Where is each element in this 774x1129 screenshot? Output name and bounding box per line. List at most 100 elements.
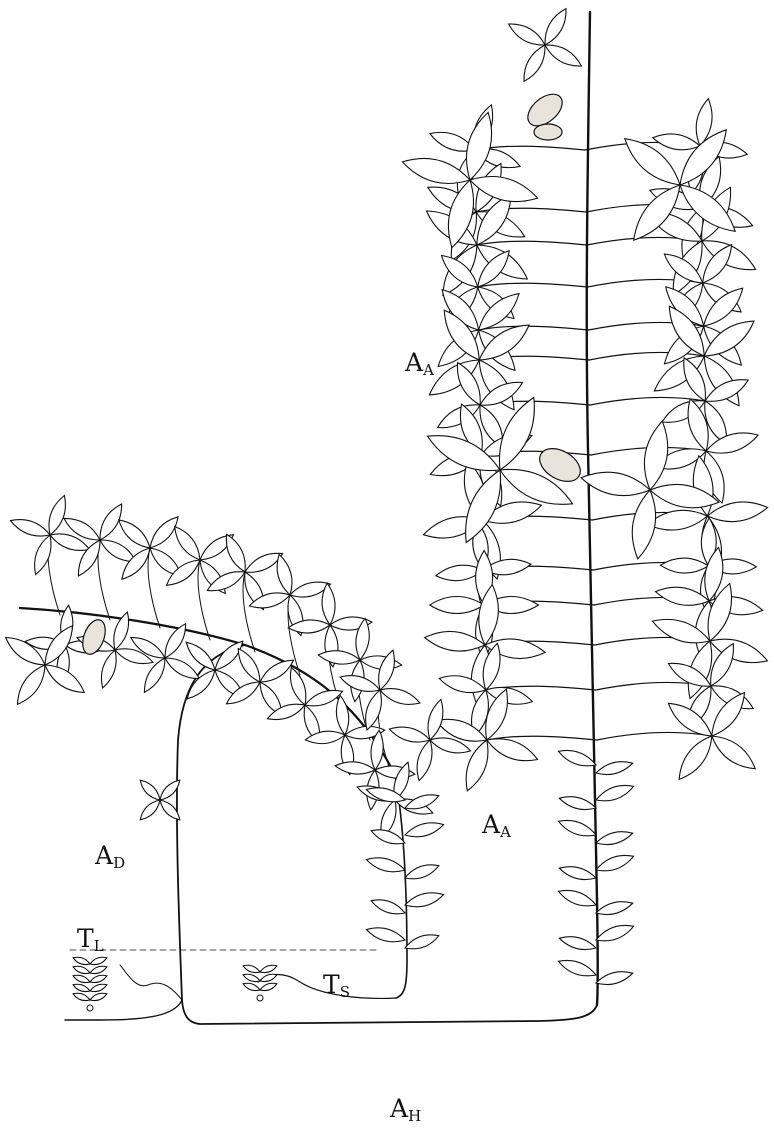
leaflet xyxy=(73,993,90,1000)
leaflet xyxy=(558,750,596,765)
leaflet xyxy=(596,902,633,915)
leaflet xyxy=(90,993,107,1000)
leaflet xyxy=(679,736,712,779)
leaflet xyxy=(545,45,581,66)
leaflet xyxy=(558,820,596,835)
leaflet xyxy=(596,925,634,940)
leaflet xyxy=(706,433,758,453)
label-ts: TS xyxy=(323,972,350,997)
stem xyxy=(477,241,587,245)
seed xyxy=(257,995,263,1001)
leaflet xyxy=(336,695,348,735)
leaflet xyxy=(466,740,488,791)
leaflet xyxy=(277,554,292,595)
stem xyxy=(597,733,712,740)
leaflet xyxy=(596,855,634,870)
leaflet xyxy=(73,966,90,973)
leaflet xyxy=(524,45,545,81)
leaflet xyxy=(260,983,277,990)
leaflet xyxy=(596,785,634,800)
leaflet xyxy=(260,965,277,972)
stem xyxy=(182,1000,597,1024)
leaflet xyxy=(150,517,178,548)
leaflet xyxy=(430,597,484,614)
leaflet xyxy=(509,24,545,45)
leaflet xyxy=(644,421,667,490)
stem xyxy=(478,283,588,287)
leaflet xyxy=(73,957,90,964)
label-tl: TL xyxy=(77,926,104,951)
leaflet xyxy=(558,960,596,975)
leaflet xyxy=(243,965,260,972)
label-ah: AH xyxy=(390,1096,421,1121)
leaflet xyxy=(11,520,51,536)
leaflet xyxy=(366,928,405,942)
leaflet xyxy=(49,496,65,536)
leaflet xyxy=(632,490,655,559)
leaflet xyxy=(90,984,107,991)
stem xyxy=(479,326,589,330)
leaflet xyxy=(165,658,199,679)
leaflet xyxy=(559,797,596,810)
leaflet xyxy=(238,649,260,683)
leaflet xyxy=(380,689,420,705)
leaflet xyxy=(175,527,200,561)
label-aa-lower: AA xyxy=(482,812,511,837)
leaflet xyxy=(100,504,122,540)
leaflet xyxy=(140,800,160,820)
leaflet xyxy=(186,642,215,670)
seed xyxy=(87,1005,93,1011)
stem xyxy=(587,12,598,1005)
leaflet xyxy=(140,780,160,800)
leaflet xyxy=(243,974,260,981)
leaflet xyxy=(371,830,405,844)
leaflet xyxy=(90,966,107,973)
leaflet xyxy=(73,975,90,982)
leaflet xyxy=(73,984,90,991)
label-ad: AD xyxy=(95,843,125,868)
leaflet xyxy=(371,900,405,914)
leaflet xyxy=(405,823,444,837)
leaflet xyxy=(417,740,432,781)
leaflet xyxy=(581,472,650,495)
stem-lines xyxy=(20,12,712,1024)
leaflet xyxy=(559,937,596,950)
leaflet xyxy=(322,583,335,625)
leaflet xyxy=(486,687,533,704)
stem xyxy=(65,1000,182,1020)
stem xyxy=(120,965,182,1000)
leaflet xyxy=(318,651,360,664)
leaflet xyxy=(653,134,700,150)
leaflet xyxy=(405,893,444,907)
leaflet xyxy=(499,398,534,471)
leaflet xyxy=(389,727,430,742)
leaflet xyxy=(558,890,596,905)
leaflet xyxy=(487,739,538,761)
flower-bud xyxy=(534,124,562,140)
leaflet xyxy=(545,9,566,45)
leaflet xyxy=(90,975,107,982)
leaflet xyxy=(405,865,439,879)
leaflet xyxy=(559,867,596,880)
leaflet xyxy=(707,502,767,522)
leaflet xyxy=(596,762,633,775)
leaflet xyxy=(405,935,439,949)
leaflet xyxy=(335,762,375,774)
leaflet xyxy=(596,832,633,845)
leaflet xyxy=(119,520,150,548)
leaflet xyxy=(402,158,470,183)
leaflet xyxy=(100,540,136,562)
leaflet xyxy=(366,858,405,872)
leaflet xyxy=(596,972,633,985)
label-aa-upper: AA xyxy=(405,350,434,375)
leaflet xyxy=(18,665,46,704)
leaflet xyxy=(101,650,116,688)
leaflet xyxy=(647,510,707,530)
leaflet xyxy=(226,534,245,572)
leaflet xyxy=(340,676,380,692)
leaflet xyxy=(260,660,294,682)
leaflet xyxy=(712,736,755,769)
leaflet xyxy=(260,974,277,981)
leaflet xyxy=(428,699,443,740)
